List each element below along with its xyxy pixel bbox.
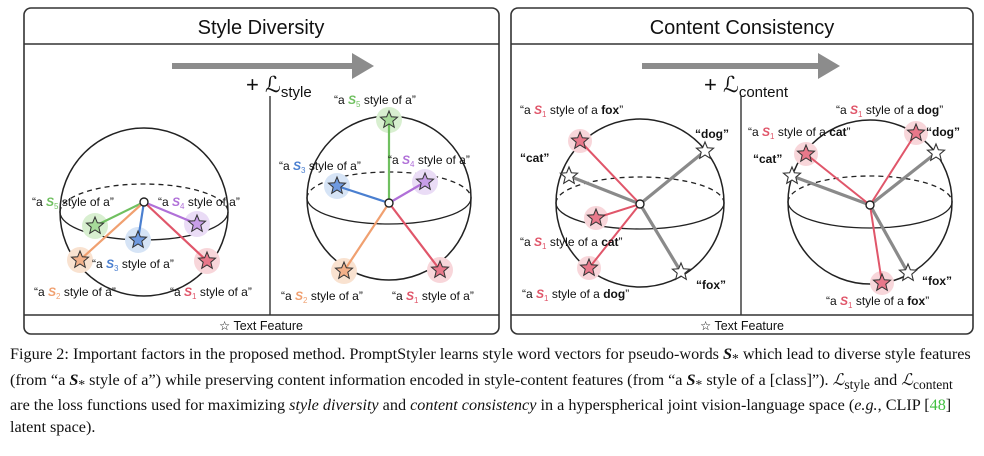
label-s1-cat: “a S1 style of a cat”	[520, 235, 623, 251]
panel-title: Style Diversity	[198, 17, 325, 39]
label-s4: “a S4 style of a”	[158, 195, 240, 211]
star-s1-dog	[906, 122, 926, 142]
star-s1-cat	[796, 143, 816, 163]
label-s1-fox: “a S1 style of a fox”	[826, 294, 929, 310]
star-s2	[70, 249, 90, 269]
star-s1	[430, 259, 450, 279]
star-s1-dog	[579, 257, 599, 277]
star-cat	[559, 165, 579, 185]
label-s3: “a S3 style of a”	[92, 257, 174, 273]
label-s3: “a S3 style of a”	[279, 159, 361, 175]
label-cat: “cat”	[520, 151, 549, 165]
label-s4: “a S4 style of a”	[388, 153, 470, 169]
star-s4	[187, 213, 207, 233]
star-s3	[128, 229, 148, 249]
star-s1-cat	[586, 207, 606, 227]
panel-border	[23, 7, 500, 335]
star-s1-fox	[570, 130, 590, 150]
star-fox	[671, 261, 691, 281]
label-s2: “a S2 style of a”	[34, 285, 116, 301]
star-cat	[782, 165, 802, 185]
star-dog	[926, 142, 946, 162]
label-s1: “a S1 style of a”	[392, 289, 474, 305]
sphere-before: “a S1 style of a fox” “dog” “cat” “a S1 …	[520, 103, 729, 303]
figure-2: Style Diversity + ℒstyle	[23, 7, 974, 335]
sphere-after: “a S1 style of a dog” “a S1 style of a c…	[748, 103, 960, 310]
citation-link[interactable]: 48	[929, 396, 946, 415]
label-s2: “a S2 style of a”	[281, 289, 363, 305]
star-s5	[85, 215, 105, 235]
star-s1	[197, 250, 217, 270]
style-diversity-panel: Style Diversity + ℒstyle	[23, 7, 500, 335]
label-s1-fox: “a S1 style of a fox”	[520, 103, 623, 119]
label-s1: “a S1 style of a”	[170, 285, 252, 301]
label-s1-cat: “a S1 style of a cat”	[748, 125, 851, 141]
star-s1-fox	[872, 272, 892, 292]
sphere-after: “a S5 style of a” “a S3 style of a” “a S…	[279, 93, 474, 305]
star-s4	[415, 171, 435, 191]
label-dog: “dog”	[695, 127, 729, 141]
text-feature-legend: ☆ Text Feature	[700, 319, 784, 333]
star-s3	[327, 175, 347, 195]
loss-style-label: + ℒstyle	[246, 72, 312, 101]
star-s2	[334, 260, 354, 280]
star-dog	[695, 140, 715, 160]
star-fox	[898, 262, 918, 282]
panel-border	[510, 7, 974, 335]
label-dog: “dog”	[926, 125, 960, 139]
sphere-before: “a S5 style of a” “a S4 style of a” “a S…	[32, 127, 252, 301]
label-s5: “a S5 style of a”	[334, 93, 416, 109]
label-s1-dog: “a S1 style of a dog”	[522, 287, 629, 303]
loss-content-label: + ℒcontent	[704, 72, 789, 101]
label-cat: “cat”	[753, 152, 782, 166]
label-fox: “fox”	[696, 278, 726, 292]
figure-caption: Figure 2: Important factors in the propo…	[10, 345, 971, 436]
caption-text: Figure 2: Important factors in the propo…	[10, 345, 724, 363]
label-fox: “fox”	[922, 274, 952, 288]
label-s5: “a S5 style of a”	[32, 195, 114, 211]
star-s5	[379, 109, 399, 129]
text-feature-legend: ☆ Text Feature	[219, 319, 303, 333]
content-consistency-panel: Content Consistency + ℒcontent	[510, 7, 974, 335]
label-s1-dog: “a S1 style of a dog”	[836, 103, 943, 119]
panel-title: Content Consistency	[650, 17, 835, 39]
